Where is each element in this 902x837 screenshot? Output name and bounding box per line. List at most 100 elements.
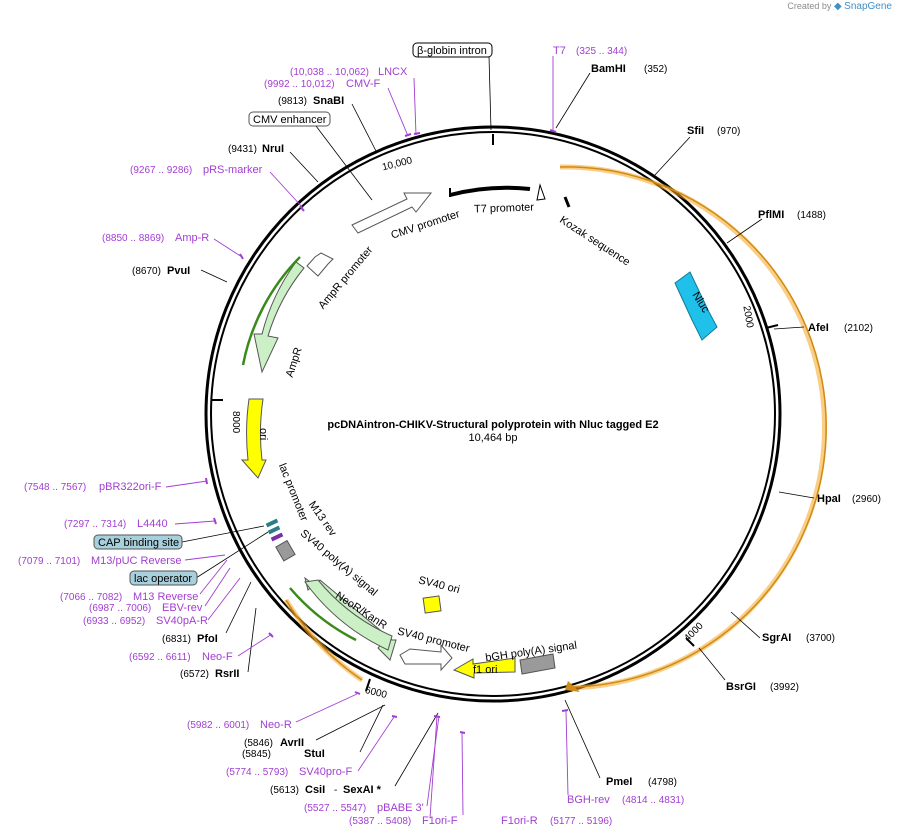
primer-leader-pbabe <box>426 715 440 807</box>
leader-hpai <box>778 491 815 499</box>
site-csii-name: CsiI <box>305 784 325 796</box>
primer-lncx-pos: (10,038 .. 10,062) <box>290 67 369 78</box>
ampr-orf-line <box>241 256 301 366</box>
primer-m13puc-name: M13/pUC Reverse <box>91 555 181 567</box>
snapgene-logo-icon: ◆ <box>833 1 842 12</box>
primer-l4440-pos: (7297 .. 7314) <box>64 519 126 530</box>
site-csii-pos: (5613) <box>270 785 299 796</box>
leader-lacop <box>195 531 269 579</box>
site-stui-name: StuI <box>304 748 325 760</box>
bgh-polya-feature <box>519 653 556 675</box>
site-rsrii-name: RsrII <box>215 668 239 680</box>
primer-tick-ampr <box>239 253 244 260</box>
t7-promoter-bar <box>449 185 531 197</box>
credit-brand: SnapGene <box>844 1 892 12</box>
primer-tick-f1orir <box>459 731 466 734</box>
leader-snabi <box>351 103 377 152</box>
primer-cmvf-name: CMV-F <box>346 78 381 90</box>
site-pflmi-pos: (1488) <box>797 210 826 221</box>
tick-2000 <box>765 324 779 329</box>
kozak-label: Kozak sequence <box>557 214 632 268</box>
box-cap <box>93 534 183 550</box>
ori-feature <box>240 398 267 479</box>
primer-tick-f1orif <box>433 715 441 718</box>
primer-lncx-name: LNCX <box>378 66 408 78</box>
site-pmei-name: PmeI <box>606 776 632 788</box>
primer-ampr-name: Amp-R <box>175 232 209 244</box>
tick-label-6000: 6000 <box>364 685 389 701</box>
primer-tick-neof <box>268 632 274 638</box>
primer-t7-name: T7 <box>553 45 566 57</box>
site-nrui-pos: (9431) <box>228 144 257 155</box>
primer-leader-f1orir <box>461 732 464 816</box>
site-sexai-name: SexAI * <box>343 784 382 796</box>
primer-ebv-name: EBV-rev <box>162 602 203 614</box>
site-avrii-name: AvrII <box>280 737 304 749</box>
box-lacop <box>129 570 198 586</box>
primer-sv40prof-pos: (5774 .. 5793) <box>226 767 288 778</box>
map-length: 10,464 bp <box>469 432 518 444</box>
site-sexai-dash: - <box>334 785 337 796</box>
site-sgrai-name: SgrAI <box>762 632 791 644</box>
leader-afei <box>773 326 805 330</box>
primer-ampr-pos: (8850 .. 8869) <box>102 233 164 244</box>
site-stui-pos: (5845) <box>242 749 271 760</box>
cmv-promoter-arrow <box>351 192 433 234</box>
site-pfoi-name: PfoI <box>197 633 218 645</box>
tick-4000 <box>685 637 695 647</box>
site-sfii-name: SfiI <box>687 125 704 137</box>
leader-sgrai <box>730 611 761 639</box>
orf-polyprotein-line <box>559 166 827 688</box>
primer-tick-l4440 <box>213 517 217 525</box>
primer-f1orif-name: F1ori-F <box>422 815 458 827</box>
nluc-feature <box>674 271 718 341</box>
site-bsrgi-pos: (3992) <box>770 682 799 693</box>
sv40-promoter-arrow <box>399 643 453 672</box>
neor-feature <box>304 576 397 661</box>
site-sfii-pos: (970) <box>717 126 740 137</box>
primer-pbabe-name: pBABE 3' <box>377 802 424 814</box>
leader-pflmi <box>726 218 763 244</box>
box-cap-label: CAP binding site <box>98 537 179 549</box>
primer-neof-name: Neo-F <box>202 651 233 663</box>
primer-leader-lncx <box>413 77 417 136</box>
primer-neor-name: Neo-R <box>260 719 292 731</box>
leader-pfoi <box>225 581 252 634</box>
primer-t7-pos: (325 .. 344) <box>576 46 627 57</box>
box-bglobin <box>412 42 493 58</box>
primer-neof-pos: (6592 .. 6611) <box>129 652 191 663</box>
m13-mark <box>270 532 284 542</box>
primer-tick-neor <box>354 691 361 695</box>
cap-site-mark <box>267 525 281 535</box>
tick-label-8000: 8000 <box>230 411 241 434</box>
primer-tick-bghrev <box>561 709 569 712</box>
lac-promoter-label: lac promoter <box>276 462 310 523</box>
site-bamhi-pos: (352) <box>644 64 667 75</box>
site-sgrai-pos: (3700) <box>806 633 835 644</box>
f1-ori-feature <box>452 657 516 679</box>
site-bsrgi-name: BsrGI <box>726 681 756 693</box>
leader-bamhi <box>555 72 591 129</box>
t7-promoter-arrow <box>536 183 546 201</box>
tick-label-4000: 4000 <box>682 620 706 644</box>
ori-label: ori <box>257 428 269 440</box>
primer-leader-neof <box>237 633 273 657</box>
primer-sv40pa-name: SV40pA-R <box>156 615 208 627</box>
primer-pbr322-pos: (7548 .. 7567) <box>24 482 86 493</box>
primer-f1orir-name: F1ori-R <box>501 815 538 827</box>
primer-leader-f1orif <box>429 715 438 819</box>
neor-orf-line <box>289 587 357 642</box>
leader-rsrii <box>247 607 257 673</box>
site-nrui-name: NruI <box>262 143 284 155</box>
primer-pbr322-name: pBR322ori-F <box>99 481 162 493</box>
primer-cmvf-pos: (9992 .. 10,012) <box>264 79 335 90</box>
leader-stui <box>359 704 384 753</box>
site-snabi-name: SnaBI <box>313 95 344 107</box>
neor-shape <box>304 579 393 651</box>
primer-leader-sv40pa <box>207 577 241 621</box>
site-pfoi-pos: (6831) <box>162 634 191 645</box>
leader-pvui <box>200 269 228 283</box>
primer-m13puc-pos: (7079 .. 7101) <box>18 556 80 567</box>
ampr-promoter-label: AmpR promoter <box>316 244 375 311</box>
